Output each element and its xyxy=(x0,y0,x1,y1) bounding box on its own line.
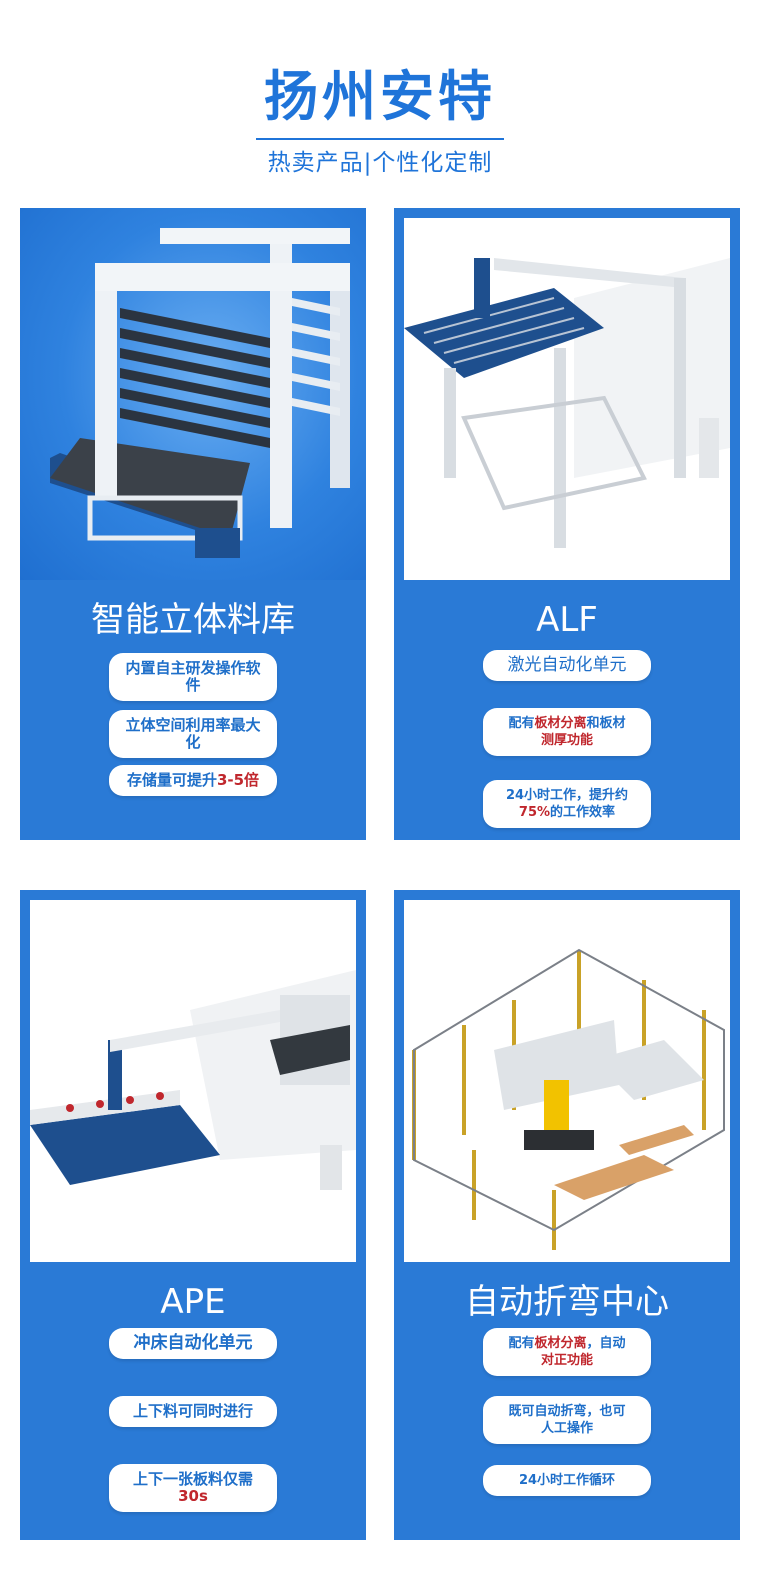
feature-pill: 立体空间利用率最大化 xyxy=(109,710,277,758)
feature-pill: 冲床自动化单元 xyxy=(109,1328,277,1359)
card-title: 智能立体料库 xyxy=(91,600,295,640)
card-title: APE xyxy=(160,1282,226,1322)
product-image-storage xyxy=(20,208,366,580)
feature-pill: 激光自动化单元 xyxy=(483,650,651,681)
feature-pill: 内置自主研发操作软件 xyxy=(109,653,277,701)
product-image-ape xyxy=(30,900,356,1262)
product-image-bending xyxy=(404,900,730,1262)
card-title: 自动折弯中心 xyxy=(465,1282,669,1322)
tagline: 热卖产品|个性化定制 xyxy=(267,150,493,176)
brand-underline xyxy=(256,138,504,140)
feature-pill: 存储量可提升3-5倍 xyxy=(109,765,277,796)
product-image-alf xyxy=(404,218,730,580)
punch-automation-illustration xyxy=(30,970,356,1190)
feature-pill: 配有板材分离，自动对正功能 xyxy=(483,1328,651,1376)
brand-title: 扬州安特 xyxy=(264,65,496,128)
card-title: ALF xyxy=(536,600,598,640)
product-card-storage[interactable]: 智能立体料库 内置自主研发操作软件 立体空间利用率最大化 存储量可提升3-5倍 xyxy=(20,208,366,840)
bending-cell-illustration xyxy=(412,948,725,1250)
feature-pill: 24小时工作循环 xyxy=(483,1465,651,1496)
product-card-bending[interactable]: 自动折弯中心 配有板材分离，自动对正功能 既可自动折弯，也可人工操作 24小时工… xyxy=(394,890,740,1540)
feature-pill: 配有板材分离和板材测厚功能 xyxy=(483,708,651,756)
feature-pill: 既可自动折弯，也可人工操作 xyxy=(483,1396,651,1444)
laser-automation-illustration xyxy=(404,258,730,548)
storage-rack-illustration xyxy=(50,228,350,558)
feature-pill: 上下料可同时进行 xyxy=(109,1396,277,1427)
